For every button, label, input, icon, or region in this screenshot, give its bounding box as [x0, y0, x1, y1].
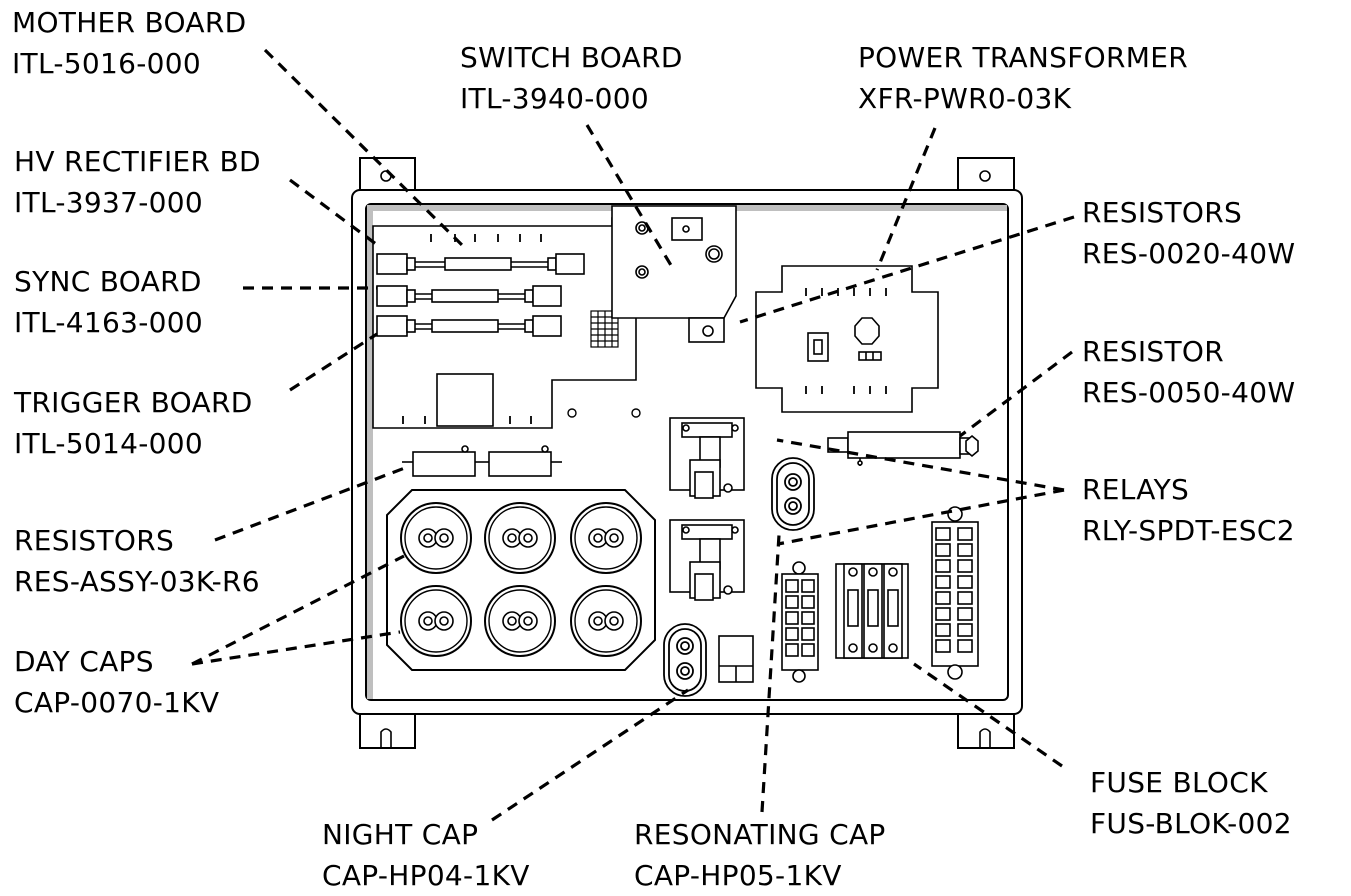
callout-name: RELAYS [1082, 473, 1190, 506]
callout-name: RESISTORS [14, 524, 175, 557]
callout-day-caps: DAY CAPS CAP-0070-1KV [14, 641, 219, 723]
callout-name: SWITCH BOARD [460, 41, 683, 74]
leader-relays-1 [776, 438, 1065, 492]
terminal-bracket [718, 635, 754, 683]
leader-resistor [959, 350, 1073, 438]
leader-resistors-top [739, 215, 1075, 324]
fuse-block [835, 563, 909, 659]
leader-night-cap [491, 688, 689, 822]
callout-part-number: RLY-SPDT-ESC2 [1082, 514, 1295, 547]
callout-part-number: ITL-5014-000 [14, 427, 203, 460]
callout-resistor: RESISTOR RES-0050-40W [1082, 331, 1295, 413]
callout-resistors-assy: RESISTORS RES-ASSY-03K-R6 [14, 520, 260, 602]
resistor-res0050 [827, 431, 979, 466]
switch-board [611, 205, 737, 343]
callout-hv-rectifier: HV RECTIFIER BD ITL-3937-000 [14, 141, 261, 223]
leader-relays-2 [777, 488, 1065, 546]
leader-lines [191, 48, 1075, 822]
leader-day-caps-1 [191, 554, 405, 666]
callout-part-number: ITL-3940-000 [460, 82, 649, 115]
leader-power-transformer [875, 127, 937, 271]
relays [669, 417, 745, 601]
leader-trigger-board [289, 332, 378, 392]
leader-fuse-block [913, 662, 1063, 768]
callout-resonating-cap: RESONATING CAP CAP-HP05-1KV [634, 814, 886, 896]
callout-name: SYNC BOARD [14, 265, 202, 298]
terminal-strip-large [931, 506, 979, 680]
callout-name: DAY CAPS [14, 645, 154, 678]
callout-name: RESISTORS [1082, 196, 1243, 229]
callout-trigger-board: TRIGGER BOARD ITL-5014-000 [14, 382, 253, 464]
callout-name: HV RECTIFIER BD [14, 145, 261, 178]
leader-resistors-assy [214, 464, 411, 542]
leader-resonating-cap [760, 534, 781, 813]
callout-part-number: CAP-0070-1KV [14, 686, 220, 719]
callout-resistors-top: RESISTORS RES-0020-40W [1082, 192, 1295, 274]
callout-part-number: ITL-3937-000 [14, 186, 203, 219]
leader-mother-board [263, 48, 464, 247]
callout-part-number: ITL-5016-000 [12, 47, 201, 80]
board-connectors [376, 253, 585, 337]
callout-name: POWER TRANSFORMER [858, 41, 1188, 74]
callout-relays: RELAYS RLY-SPDT-ESC2 [1082, 469, 1295, 551]
callout-part-number: CAP-HP04-1KV [322, 859, 530, 892]
night-cap [663, 623, 707, 697]
callout-part-number: FUS-BLOK-002 [1090, 807, 1292, 840]
resonating-cap [771, 457, 815, 531]
callout-name: NIGHT CAP [322, 818, 479, 851]
callout-part-number: RES-0020-40W [1082, 237, 1296, 270]
callout-mother-board: MOTHER BOARD ITL-5016-000 [12, 2, 246, 84]
callout-switch-board: SWITCH BOARD ITL-3940-000 [460, 37, 683, 119]
callout-part-number: XFR-PWR0-03K [858, 82, 1072, 115]
callout-name: MOTHER BOARD [12, 6, 247, 39]
callout-name: RESISTOR [1082, 335, 1224, 368]
terminal-strip-small [781, 561, 819, 683]
callout-part-number: RES-ASSY-03K-R6 [14, 565, 260, 598]
resistors-assy [402, 445, 562, 477]
callout-name: RESONATING CAP [634, 818, 886, 851]
callout-name: TRIGGER BOARD [14, 386, 253, 419]
callout-part-number: RES-0050-40W [1082, 376, 1296, 409]
callout-name: FUSE BLOCK [1090, 766, 1268, 799]
callout-part-number: CAP-HP05-1KV [634, 859, 842, 892]
callout-part-number: ITL-4163-000 [14, 306, 203, 339]
callout-fuse-block: FUSE BLOCK FUS-BLOK-002 [1090, 762, 1292, 844]
callout-night-cap: NIGHT CAP CAP-HP04-1KV [322, 814, 530, 896]
callout-power-transformer: POWER TRANSFORMER XFR-PWR0-03K [858, 37, 1188, 119]
leader-switch-board [585, 124, 674, 268]
callout-sync-board: SYNC BOARD ITL-4163-000 [14, 261, 203, 343]
leader-day-caps-2 [191, 630, 401, 666]
